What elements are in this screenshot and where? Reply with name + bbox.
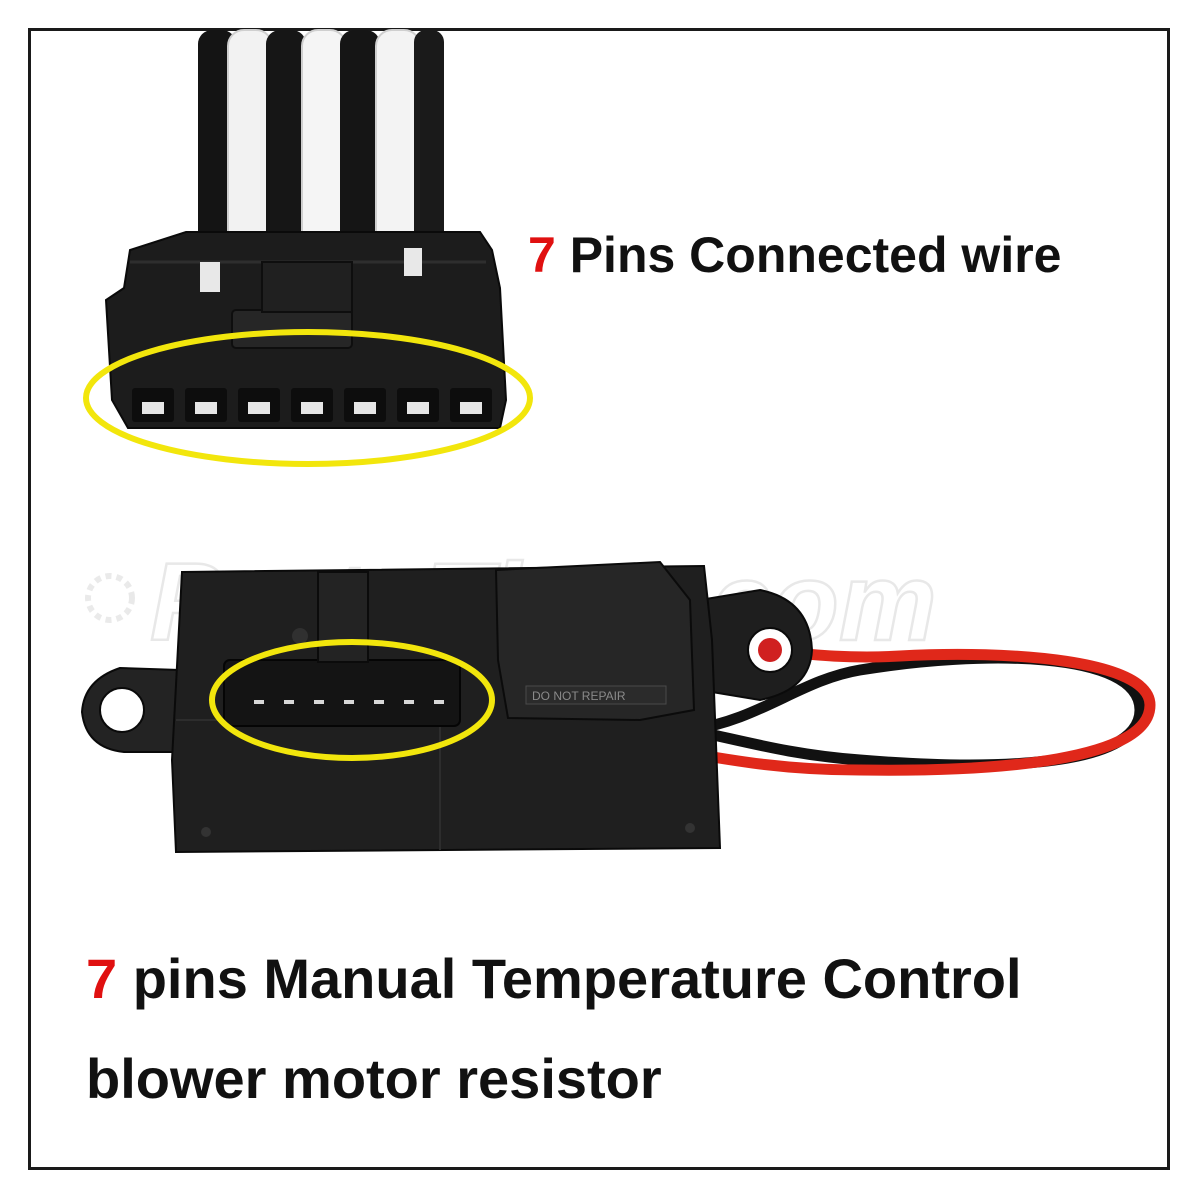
- product-caption-text: pins Manual Temperature Control: [117, 947, 1022, 1010]
- resistor-socket-pins: [254, 700, 444, 704]
- connector-caption-text: Pins Connected wire: [555, 227, 1062, 283]
- product-caption-line-2: blower motor resistor: [86, 1047, 662, 1110]
- pin-count-number: 7: [528, 227, 556, 283]
- product-image-frame: [28, 28, 1170, 1170]
- socket-highlight-ellipse: [209, 639, 495, 761]
- connector-highlight-ellipse: [83, 329, 533, 467]
- connector-wires: [198, 29, 444, 251]
- red-wire: [659, 644, 1156, 776]
- product-caption-line-1: 7 pins Manual Temperature Control: [86, 946, 1022, 1011]
- pin-count-number: 7: [86, 947, 118, 1010]
- black-wire: [688, 652, 1146, 771]
- stamp-text: DO NOT REPAIR: [532, 689, 626, 703]
- connector-caption: 7 Pins Connected wire: [528, 226, 1061, 284]
- wire-harness-connector: [104, 231, 508, 429]
- connector-pins: [132, 388, 492, 422]
- blower-motor-resistor: DO NOT REPAIR: [80, 560, 1156, 854]
- gear-icon: [85, 573, 135, 623]
